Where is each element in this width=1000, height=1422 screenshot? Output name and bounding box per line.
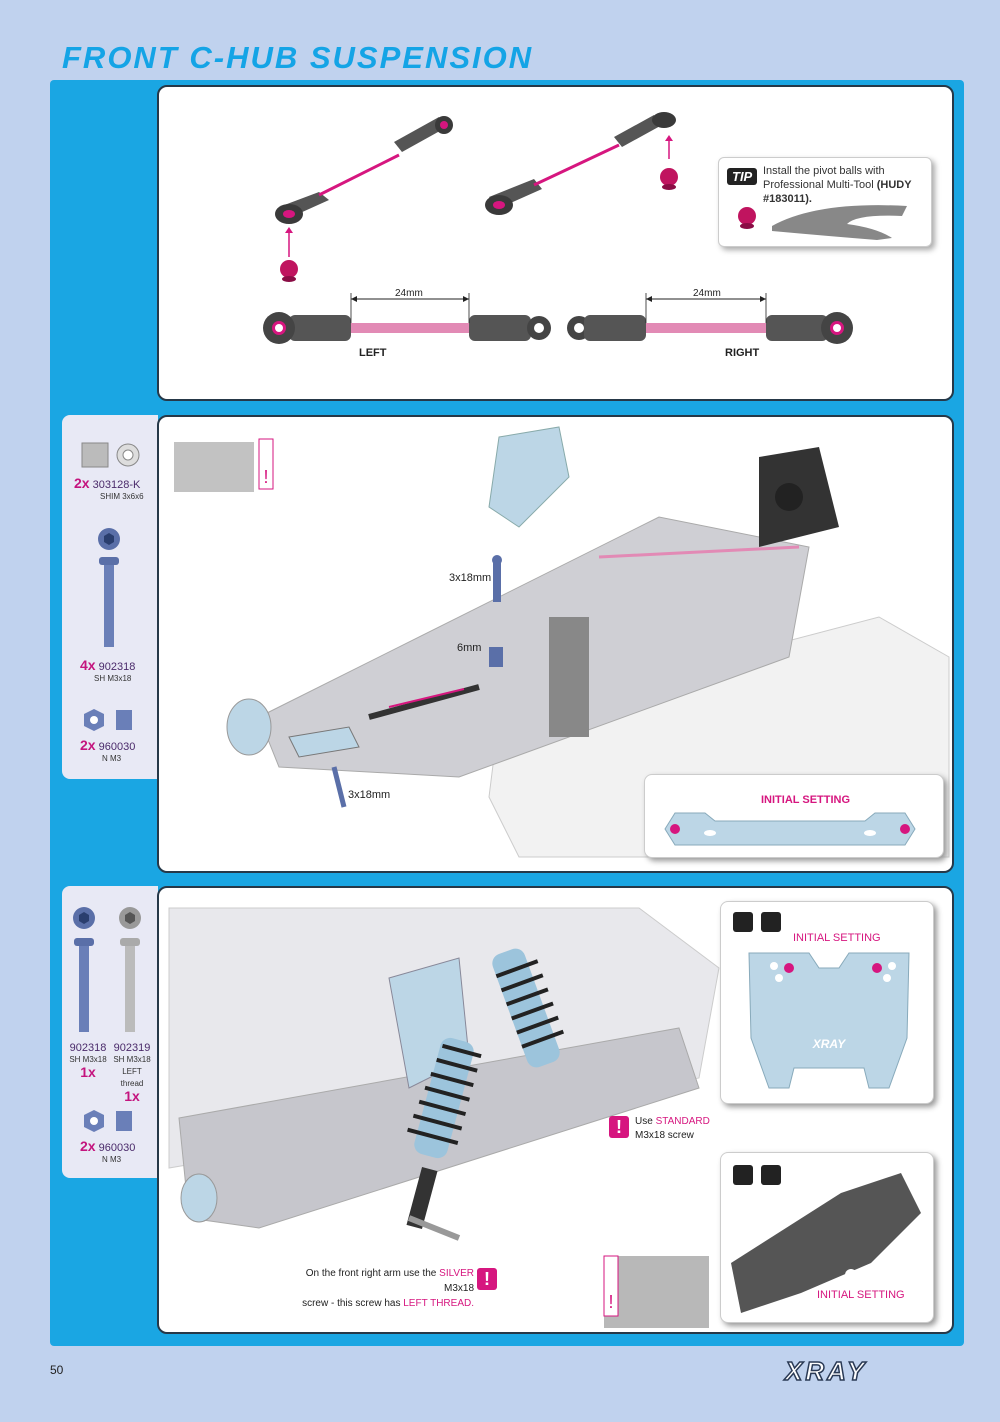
tip-text: Install the pivot balls with Professiona… [763,164,929,206]
part-code: 902318 [98,661,136,673]
shim-icon [81,442,140,468]
note-highlight-silver: SILVER [439,1268,474,1279]
initial-setting-label: INITIAL SETTING [793,932,881,944]
part-qty: 4x [80,657,96,673]
part-code: 303128-K [92,479,141,491]
left-label: LEFT [359,347,387,359]
multi-tool-icon [738,205,907,240]
rod-right-side-view [567,293,853,344]
note-highlight: STANDARD [655,1116,710,1127]
part-shim: 2x 303128-K SHIM 3x6x6 [74,475,144,503]
svg-text:!: ! [263,467,268,487]
warning-icon-left-thread: ! [477,1268,497,1290]
part-desc: N M3 [102,1155,122,1164]
part-qty: 2x [80,1138,96,1154]
callout-screw-top: 3x18mm [449,572,492,584]
part-desc: SH M3x18 [94,674,132,683]
detail-icon [733,912,753,932]
tip-text-body: Install the pivot balls with Professiona… [763,165,885,191]
part-code: 902318 [69,1042,107,1054]
initial-setting-card-arm: INITIAL SETTING [720,1152,934,1323]
note-text: Use [635,1116,656,1127]
part-qty: 1x [124,1088,140,1104]
lr-icon [761,1165,781,1185]
note-text: M3x18 [443,1283,474,1294]
screw-icon [98,528,120,647]
part-desc: SH M3x18 [69,1055,107,1064]
plate-brand-text: XRAY [812,1037,846,1051]
part-code: 902319 [113,1042,151,1054]
part-screw: 4x 902318 SH M3x18 [80,657,136,685]
initial-setting-card-step2: INITIAL SETTING [644,774,944,858]
page-number: 50 [50,1363,64,1377]
shock-right [492,948,565,1068]
part-qty: 2x [80,737,96,753]
tip-box: TIP Install the pivot balls with Profess… [718,157,932,247]
part-screw-silver: 902319 SH M3x18 LEFT thread 1x [110,1042,154,1104]
part-code: 960030 [98,741,136,753]
dimension-label-right: 24mm [693,288,721,299]
note-text: M3x18 screw [635,1130,694,1141]
screw-pair-icon [73,907,141,1032]
page-title: FRONT C-HUB SUSPENSION [62,40,534,75]
tip-badge: TIP [727,168,758,185]
callout-shim: 6mm [457,642,482,654]
bracket-plate-illustration [664,812,916,846]
part-desc: N M3 [102,754,122,763]
dimension-label-left: 24mm [395,288,423,299]
use-standard-note: Use STANDARD M3x18 screw [635,1115,715,1143]
detail-icon [733,1165,753,1185]
part-screw-blue: 902318 SH M3x18 1x [68,1042,108,1080]
callout-screw-bottom: 3x18mm [348,789,391,801]
part-desc: SH M3x18 [113,1055,151,1064]
part-qty: 1x [80,1064,96,1080]
shock-tower-plate-illustration: XRAY [748,952,910,1089]
step2-parts-sidebar: 2x 303128-K SHIM 3x6x6 4x 902318 SH M3x1… [62,415,158,779]
note-text: screw - this screw has [302,1298,404,1309]
warning-icon-standard: ! [609,1116,629,1138]
front-arm-note: On the front right arm use the SILVER M3… [279,1266,474,1311]
nut-icon [84,1110,132,1132]
part-nut: 2x 960030 N M3 [80,737,136,765]
initial-setting-card-shock-tower: INITIAL SETTING XRAY [720,901,934,1104]
shock-absorber-illustration: ! [168,907,720,1328]
brand-logo: XRAY [784,1355,868,1387]
right-label: RIGHT [725,347,760,359]
part-qty: 2x [74,475,90,491]
note-text: On the front right arm use the [305,1268,440,1279]
part-code: 960030 [98,1142,136,1154]
note-highlight-left-thread: LEFT THREAD. [403,1298,474,1309]
nut-icon [84,709,132,731]
rod-upper-right [485,112,678,215]
front-tool-thumbnail: ! [603,1255,709,1328]
shock-left [406,1037,482,1230]
step3-parts-sidebar: 902318 SH M3x18 1x 902319 SH M3x18 LEFT … [62,886,158,1178]
hudy-tool-thumbnail: ! [174,438,274,492]
rod-left-side-view [263,293,551,344]
initial-setting-label: INITIAL SETTING [817,1289,905,1301]
svg-text:!: ! [608,1292,613,1312]
turnbuckle-assembly-illustration [263,112,853,344]
part-desc: SHIM 3x6x6 [100,492,144,501]
lr-icon [761,912,781,932]
suspension-arm-illustration [731,1173,921,1313]
part-desc-thread: LEFT thread [120,1067,144,1088]
initial-setting-label: INITIAL SETTING [761,794,851,806]
part-nut: 2x 960030 N M3 [80,1138,136,1166]
tip-tool-code: (HUDY #183011). [763,179,912,205]
rod-upper-left [275,116,453,282]
